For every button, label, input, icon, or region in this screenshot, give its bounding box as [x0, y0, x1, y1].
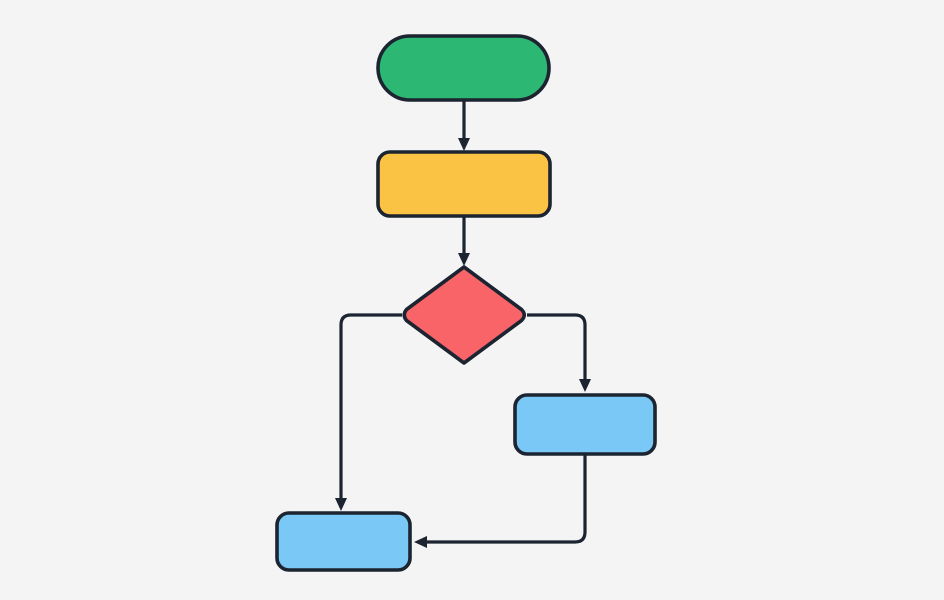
edge-line — [339, 313, 402, 498]
arrowhead-down-icon — [458, 138, 470, 151]
edge-branch-action-to-end[interactable] — [414, 454, 587, 548]
node-decision[interactable] — [402, 265, 527, 365]
node-start[interactable] — [376, 34, 551, 102]
arrowhead-down-icon — [458, 253, 470, 266]
node-layer — [275, 34, 657, 572]
node-process[interactable] — [376, 150, 552, 218]
edge-decision-to-end[interactable] — [335, 313, 402, 511]
edge-process-to-decision[interactable] — [458, 216, 470, 266]
node-branch-action[interactable] — [513, 393, 657, 456]
edge-layer — [335, 100, 591, 548]
edge-decision-to-branch-action[interactable] — [527, 313, 591, 392]
end-terminator-shape[interactable] — [275, 511, 412, 572]
decision-diamond-shape[interactable] — [402, 265, 527, 365]
arrowhead-down-icon — [579, 379, 591, 392]
node-end[interactable] — [275, 511, 412, 572]
start-terminator-shape[interactable] — [376, 34, 551, 102]
edge-line — [527, 313, 587, 379]
process-shape[interactable] — [376, 150, 552, 218]
branch-action-shape[interactable] — [513, 393, 657, 456]
arrowhead-left-icon — [414, 536, 427, 548]
arrowhead-down-icon — [335, 498, 347, 511]
edge-start-to-process[interactable] — [458, 100, 470, 151]
edge-line — [427, 454, 587, 544]
